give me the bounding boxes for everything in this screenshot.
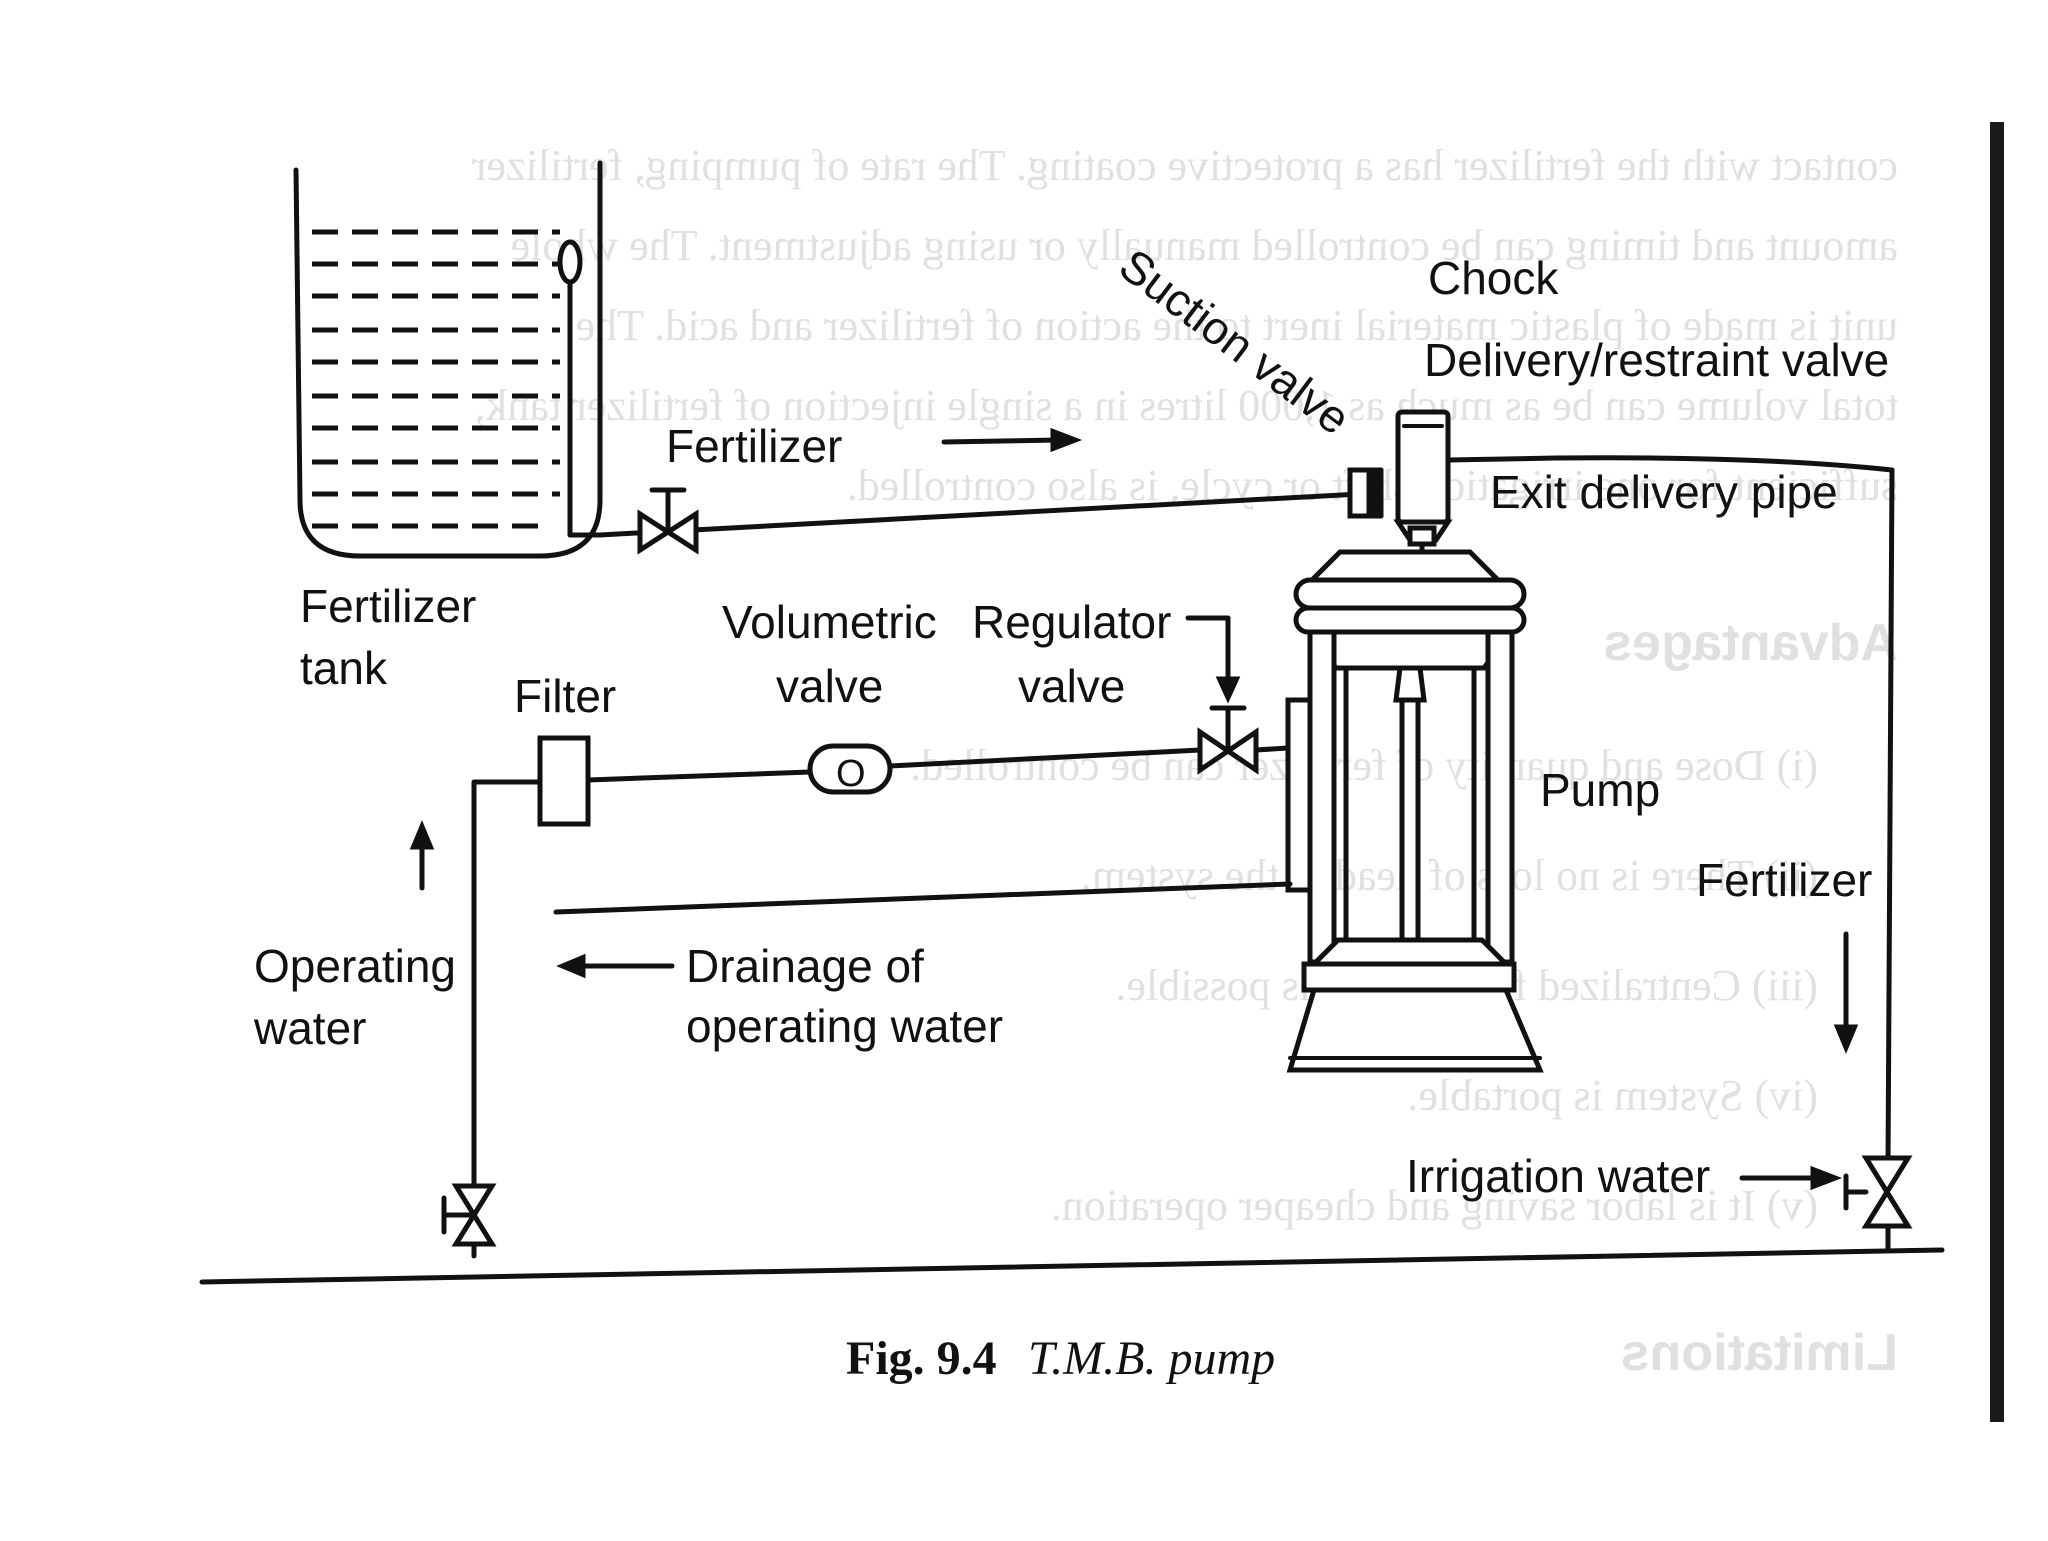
delivery-valve-label: Delivery/restraint valve <box>1424 334 1889 386</box>
pump-frame-left <box>1307 629 1337 965</box>
operating-water-pipe-1 <box>585 769 813 783</box>
volumetric-valve-symbol: O <box>836 753 866 795</box>
operating-water-label-1: Operating <box>254 940 456 992</box>
pump-bottom-diaphragm <box>1307 937 1513 967</box>
pump-frame-right <box>1485 629 1515 965</box>
fertilizer-valve-icon <box>637 487 699 555</box>
pump-inlet-block <box>1285 697 1313 893</box>
bleed-line-4: total volume can be as much as 1,000 lit… <box>475 381 1898 430</box>
chock-label: Chock <box>1428 252 1559 304</box>
bleed-line-2: amount and timing can be controlled manu… <box>511 221 1898 270</box>
exit-delivery-pipe-label: Exit delivery pipe <box>1490 466 1838 518</box>
fertilizer-down-arrow-icon <box>1833 931 1859 1054</box>
bleed-line-1: contact with the fertilizer has a protec… <box>471 141 1898 190</box>
fertilizer-tank-label-2: tank <box>300 642 388 694</box>
filter-icon <box>537 735 591 827</box>
regulator-leader-arrow-icon <box>1185 615 1241 704</box>
pump-base <box>1286 987 1544 1073</box>
suction-valve-seat <box>1366 468 1384 518</box>
volumetric-valve-label-1: Volumetric <box>722 596 937 648</box>
regulator-valve-label-2: valve <box>1018 660 1125 712</box>
drainage-arrow-icon <box>556 953 675 979</box>
pump-top-flange-2 <box>1293 605 1527 635</box>
regulator-valve-icon <box>1197 705 1259 775</box>
figure-caption-number: Fig. 9.4 <box>846 1332 997 1385</box>
fertilizer-tank <box>293 160 603 559</box>
delivery-valve-cylinder <box>1395 409 1451 525</box>
bleed-item-5: (v) It is labor saving and cheaper opera… <box>1051 1181 1818 1230</box>
fertilizer-supply-pipe <box>597 491 1363 538</box>
regulator-to-pump-pipe <box>1253 745 1291 753</box>
figure-caption-title: T.M.B. pump <box>1028 1332 1275 1385</box>
fertilizer-down-label: Fertilizer <box>1696 854 1872 906</box>
pump-label: Pump <box>1540 764 1660 816</box>
ground-line <box>199 1247 1945 1285</box>
filter-label: Filter <box>514 670 616 722</box>
operating-water-pipe-2 <box>887 747 1203 769</box>
operating-water-valve-icon <box>441 1183 497 1247</box>
irrigation-water-label: Irrigation water <box>1406 1150 1710 1202</box>
volumetric-valve-label-2: valve <box>776 660 883 712</box>
fertilizer-tank-label-1: Fertilizer <box>300 580 476 632</box>
regulator-valve-label-1: Regulator <box>972 596 1171 648</box>
pump-assembly <box>1285 409 1895 1169</box>
pump-top-diaphragm <box>1305 629 1515 671</box>
bleed-heading-limitations: Limitations <box>1621 1324 1898 1382</box>
bleed-item-1: (i) Dose and quantity of fertilizer can … <box>910 741 1818 790</box>
drainage-label-2: operating water <box>686 1000 1003 1052</box>
operating-water-riser <box>471 779 543 1259</box>
piston-rod <box>1399 697 1421 945</box>
pump-top-flange <box>1293 577 1527 611</box>
drainage-pipe <box>553 881 1293 915</box>
drainage-label-1: Drainage of <box>686 940 924 992</box>
irrigation-water-arrow-icon <box>1739 1165 1843 1191</box>
tank-outline <box>293 160 603 559</box>
irrigation-valve-icon <box>1843 1155 1913 1229</box>
pump-top-cap <box>1305 549 1505 583</box>
piston-head <box>1393 665 1427 703</box>
volumetric-valve-icon <box>807 743 893 795</box>
fertilizer-flow-label: Fertilizer <box>666 420 842 472</box>
tank-liquid-lines <box>312 229 560 529</box>
bleed-heading-advantages: Advantages <box>1603 614 1898 672</box>
tank-intake-float <box>557 239 583 285</box>
operating-water-label-2: water <box>253 1002 366 1054</box>
fertilizer-flow-arrow-icon <box>941 427 1083 453</box>
pump-bottom-flange <box>1301 961 1517 993</box>
operating-water-up-arrow-icon <box>409 820 435 891</box>
exit-delivery-pipe <box>1445 455 1895 1169</box>
bleed-item-2: (ii) There is no loss of head in the sys… <box>1081 851 1818 900</box>
page-edge-shadow <box>1990 122 2004 1422</box>
bleed-line-3: unit is made of plastic material inert t… <box>576 301 1898 350</box>
bleed-item-4: (iv) System is portable. <box>1407 1071 1818 1120</box>
